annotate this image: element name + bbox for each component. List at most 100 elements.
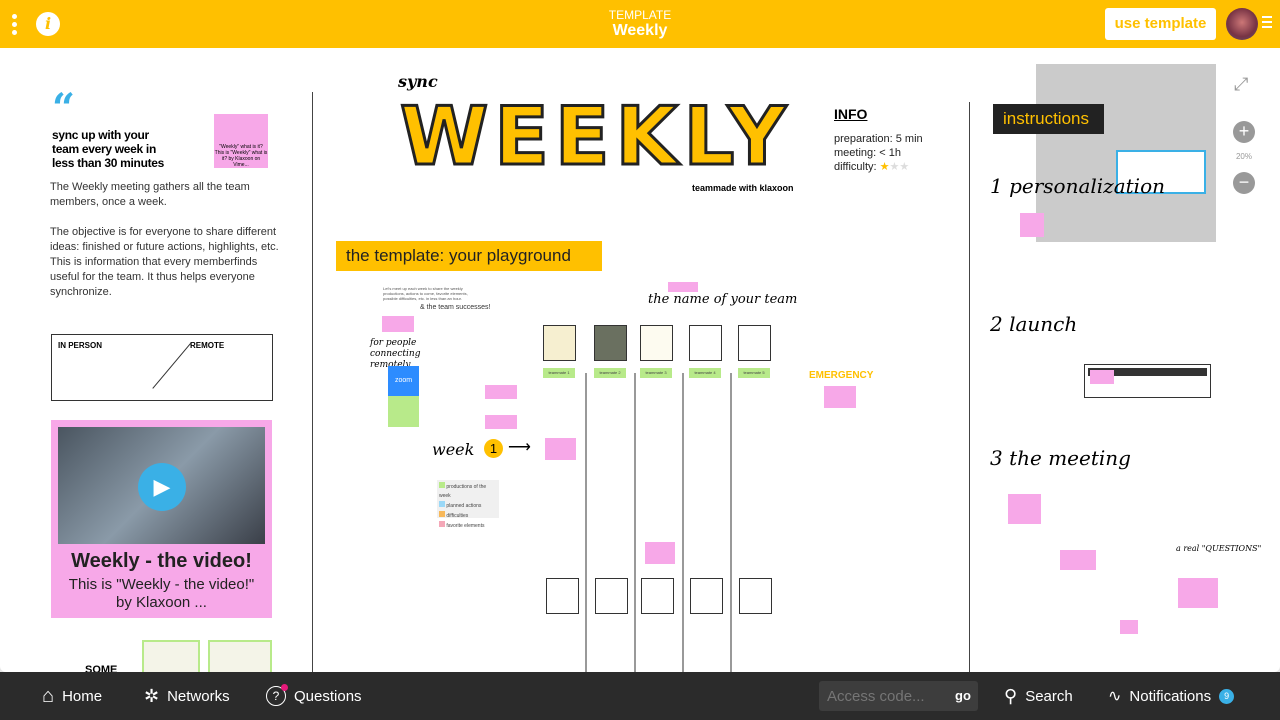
teammate-photo[interactable] [689,325,722,361]
empty-box[interactable] [641,578,674,614]
info-icon[interactable]: i [36,12,60,36]
week-label: week [432,440,475,459]
minimap[interactable] [1036,64,1216,242]
more-label: SOME [85,664,118,672]
preparation: preparation: 5 min [834,133,923,145]
teammate-label[interactable]: teammate 5 [738,368,770,378]
teammate-photo[interactable] [543,325,576,361]
teammate-label[interactable]: teammate 3 [640,368,672,378]
teammate-label[interactable]: teammate 2 [594,368,626,378]
divider [969,102,970,672]
legend-item: difficulties [446,513,469,519]
divider [312,92,313,672]
sticky-note[interactable] [824,386,856,408]
remote-note: for people connecting remotely [370,338,421,370]
teammate-photo[interactable] [640,325,673,361]
avatar[interactable] [1226,8,1258,40]
questions-note: a real "QUESTIONS" [1176,544,1262,553]
nav-search[interactable]: ⚲ Search [1004,672,1073,720]
more-menu-icon[interactable] [12,14,18,35]
sticky-note[interactable] [485,415,517,429]
teammade-label: teammade with klaxoon [692,183,794,193]
video-title: Weekly - the video! [71,550,252,572]
access-code-field[interactable]: go [819,681,978,711]
home-icon: ⌂ [42,684,55,707]
step-meeting: 3 the meeting [990,446,1131,470]
questions-label: Questions [294,687,362,705]
successes-text: & the team successes! [420,304,491,311]
preview-thumb[interactable] [208,640,272,672]
empty-box[interactable] [546,578,579,614]
sticky-note[interactable] [382,316,414,332]
intro-text: Let's meet up each week to share the wee… [383,286,468,301]
legend-item: planned actions [446,503,482,509]
notifications-label: Notifications [1129,687,1212,705]
week-number: 1 [484,439,503,458]
sticky-note[interactable] [485,385,517,399]
go-button[interactable]: go [955,688,971,703]
preview-thumb[interactable] [142,640,200,672]
sticky-note[interactable] [1020,213,1044,237]
team-name-label: the name of your team [648,292,798,307]
use-template-button[interactable]: use template [1105,8,1216,40]
zoom-level: 20% [1235,152,1252,161]
sticky-note[interactable] [388,396,419,427]
sync-label: sync [398,72,438,91]
search-label: Search [1025,687,1073,705]
description-1: The Weekly meeting gathers all the team … [50,181,250,208]
meeting-length: meeting: < 1h [834,147,901,159]
empty-box[interactable] [690,578,723,614]
nav-home[interactable]: ⌂ Home [42,672,102,720]
sticky-note[interactable] [668,282,698,292]
networks-icon: ✲ [144,685,160,706]
step-launch: 2 launch [990,312,1078,336]
teammate-label[interactable]: teammate 1 [543,368,575,378]
side-menu-icon[interactable] [1262,16,1272,28]
bottom-bar: ⌂ Home ✲ Networks ? Questions go ⚲ Search ∿ N… [0,672,1280,720]
remote-label: REMOTE [190,341,225,350]
minimap-viewport[interactable] [1116,150,1206,194]
description-3: This is information that every memberfin… [50,256,258,298]
teammate-photo[interactable] [594,325,627,361]
teammate-photo[interactable] [738,325,771,361]
sticky-note[interactable] [1008,494,1041,524]
zoom-card[interactable]: zoom [388,366,419,396]
arrow-icon: ⟶ [508,439,531,456]
legend-item: productions of the week [439,484,487,499]
questions-icon: ? [266,684,288,706]
sticky-note[interactable] [545,438,576,460]
sticky-note[interactable] [1060,550,1096,570]
empty-box[interactable] [595,578,628,614]
fullscreen-icon[interactable]: ⤢ [1234,74,1249,94]
sticky-note[interactable] [1090,370,1114,384]
board-title: Weekly [612,22,668,39]
sticky-note[interactable] [645,542,675,564]
search-icon: ⚲ [1004,685,1018,706]
access-code-input[interactable] [819,681,944,711]
sticky-note[interactable] [1120,620,1138,634]
networks-label: Networks [167,687,230,705]
teammate-label[interactable]: teammate 4 [689,368,721,378]
thumb-caption: "Weekly" what is it? This is "Weekly" wh… [214,144,268,168]
in-person-label: IN PERSON [58,341,103,350]
video-description: This is "Weekly - the video!" by Klaxoon… [68,576,255,611]
home-label: Home [62,687,103,705]
play-icon[interactable]: ▶ [138,463,186,511]
sticky-note[interactable] [1178,578,1218,608]
zoom-in-button[interactable]: + [1233,121,1255,143]
description-2: The objective is for everyone to share d… [50,226,279,253]
instructions-banner: instructions [993,104,1104,134]
difficulty-stars: ★★★ [879,161,910,173]
empty-box[interactable] [739,578,772,614]
nav-networks[interactable]: ✲ Networks [144,672,230,720]
meeting-modes-card: IN PERSON REMOTE [51,334,273,401]
zoom-out-button[interactable]: − [1233,172,1255,194]
board-canvas[interactable]: “ sync up with your team every week in l… [0,48,1280,672]
nav-questions[interactable]: ? Questions [266,672,362,720]
quote-icon: “ [52,85,76,132]
video-card[interactable]: ▶ Weekly - the video! This is "Weekly - … [51,420,272,618]
video-thumbnail-small[interactable]: "Weekly" what is it? This is "Weekly" wh… [214,114,268,168]
video-preview[interactable]: ▶ [58,427,265,544]
activity-icon: ∿ [1108,688,1122,705]
